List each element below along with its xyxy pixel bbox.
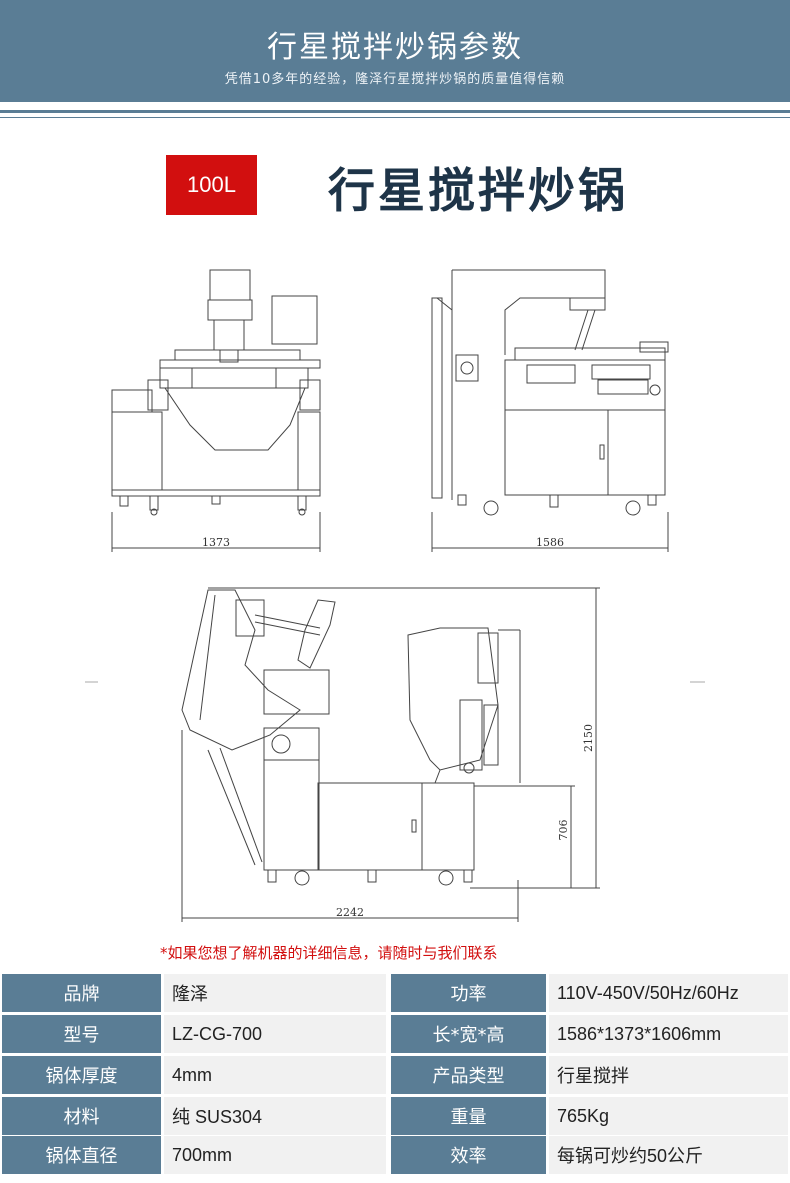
spec-label: 功率 <box>391 974 546 1012</box>
spec-value: 110V-450V/50Hz/60Hz <box>549 974 788 1012</box>
divider-thick <box>0 110 790 113</box>
technical-drawings: 1373 1586 2242 2150 706 <box>85 269 705 922</box>
spec-row: 品牌 隆泽 功率 110V-450V/50Hz/60Hz <box>0 974 790 1012</box>
spec-value: 1586*1373*1606mm <box>549 1015 788 1053</box>
spec-row: 型号 LZ-CG-700 长*宽*高 1586*1373*1606mm <box>0 1015 790 1053</box>
spec-label: 效率 <box>391 1136 546 1174</box>
spec-value: 纯 SUS304 <box>164 1097 386 1135</box>
header-banner: 行星搅拌炒锅参数 凭借10多年的经验，隆泽行星搅拌炒锅的质量值得信赖 <box>0 0 790 102</box>
front-view-drawing <box>111 269 321 516</box>
dim-label-front-width: 1373 <box>202 536 230 549</box>
dim-label-table-height: 706 <box>557 820 570 841</box>
spec-value: 隆泽 <box>164 974 386 1012</box>
spec-label: 锅体直径 <box>2 1136 161 1174</box>
spec-row: 材料 纯 SUS304 重量 765Kg <box>0 1097 790 1135</box>
spec-label: 材料 <box>2 1097 161 1135</box>
product-title: 行星搅拌炒锅 <box>328 164 628 219</box>
bottom-dimension-lines <box>181 587 600 922</box>
banner-title: 行星搅拌炒锅参数 <box>267 30 523 65</box>
spec-value: 行星搅拌 <box>549 1056 788 1094</box>
dim-label-side-width: 1586 <box>536 536 564 549</box>
spec-label: 重量 <box>391 1097 546 1135</box>
top-dimension-lines <box>111 512 669 552</box>
spec-label: 长*宽*高 <box>391 1015 546 1053</box>
tilted-view-drawing <box>181 589 521 886</box>
spec-value: LZ-CG-700 <box>164 1015 386 1053</box>
dim-label-total-height: 2150 <box>582 724 595 752</box>
capacity-badge: 100L <box>166 155 257 215</box>
spec-label: 型号 <box>2 1015 161 1053</box>
side-view-drawing <box>431 269 669 516</box>
spec-label: 锅体厚度 <box>2 1056 161 1094</box>
spec-row: 锅体厚度 4mm 产品类型 行星搅拌 <box>0 1056 790 1094</box>
spec-value: 700mm <box>164 1136 386 1174</box>
contact-notice: *如果您想了解机器的详细信息，请随时与我们联系 <box>160 944 498 962</box>
spec-value: 765Kg <box>549 1097 788 1135</box>
spec-label: 产品类型 <box>391 1056 546 1094</box>
dim-label-tilted-length: 2242 <box>336 906 364 919</box>
spec-label: 品牌 <box>2 974 161 1012</box>
spec-value: 4mm <box>164 1056 386 1094</box>
banner-subtitle: 凭借10多年的经验，隆泽行星搅拌炒锅的质量值得信赖 <box>224 72 566 87</box>
divider-thin <box>0 117 790 118</box>
spec-value: 每锅可炒约50公斤 <box>549 1136 788 1174</box>
spec-row: 锅体直径 700mm 效率 每锅可炒约50公斤 <box>0 1136 790 1174</box>
